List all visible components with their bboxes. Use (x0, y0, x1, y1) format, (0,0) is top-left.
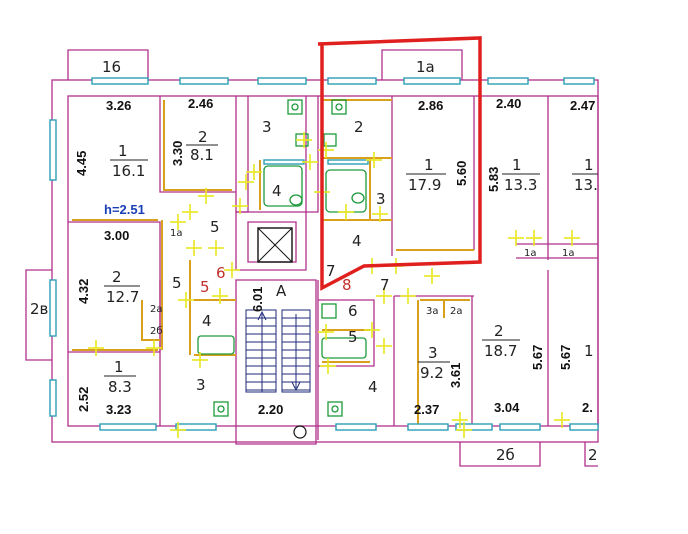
room-2-midleft-area: 12.7 (106, 288, 139, 306)
room-2b-left: 2б (150, 326, 163, 337)
dim-5-67-b: 5.67 (558, 345, 573, 370)
dim-3-23: 3.23 (106, 402, 131, 417)
room-2-right: 2 (494, 322, 504, 340)
dim-2-40: 2.40 (496, 96, 521, 111)
room-2-area: 8.1 (190, 146, 214, 164)
room-3-highlight: 3 (376, 190, 386, 208)
toilet-icon (287, 99, 303, 115)
room-4-right: 4 (368, 378, 378, 396)
dim-3-30: 3.30 (170, 141, 185, 166)
dim-2-cut: 2. (582, 400, 593, 415)
dim-4-32: 4.32 (76, 279, 91, 304)
door-markers (88, 132, 580, 438)
stair-arrow-icon (257, 310, 267, 392)
room-3a: 3a (426, 306, 439, 317)
height-note: h=2.51 (104, 202, 145, 217)
dim-3-00: 3.00 (104, 228, 129, 243)
room-1-right: 1 (512, 156, 522, 174)
toilet-icon (327, 401, 343, 417)
room-3-bottomleft: 3 (196, 376, 206, 394)
dim-2-46: 2.46 (188, 96, 213, 111)
elevator-icon (257, 227, 293, 263)
room-1-farright: 1 (584, 156, 594, 174)
room-6-left: 6 (216, 264, 226, 282)
room-2-highlight: 2 (354, 118, 364, 136)
room-3-right: 3 (428, 344, 438, 362)
balcony-16-label: 16 (102, 58, 121, 76)
room-6-right: 6 (348, 302, 358, 320)
staircase (245, 309, 311, 439)
dim-2-52: 2.52 (76, 387, 91, 412)
room-8-center: 8 (342, 276, 352, 294)
room-1a-right-1: 1a (524, 248, 537, 259)
room-1-farright-area: 13. (574, 176, 598, 194)
room-1a-right-2: 1a (562, 248, 575, 259)
room-3-top: 3 (262, 118, 272, 136)
dim-3-26: 3.26 (106, 98, 131, 113)
stair-arrow-icon (291, 314, 301, 392)
interior-walls (68, 96, 598, 445)
dim-2-37: 2.37 (414, 402, 439, 417)
windows (49, 77, 599, 431)
room-4-bath-mid: 4 (202, 312, 212, 330)
dim-6-01: 6.01 (250, 287, 265, 312)
dim-3-61: 3.61 (448, 363, 463, 388)
highlight-outline-icon (317, 36, 482, 291)
dim-2-86: 2.86 (418, 98, 443, 113)
room-7-right: 7 (380, 276, 390, 294)
room-2-midleft: 2 (112, 268, 122, 286)
room-1a-left: 1a (170, 228, 183, 239)
stair-letter: A (276, 282, 287, 300)
room-5-hall: 5 (210, 218, 220, 236)
balcony-2b-label: 2б (496, 446, 515, 464)
bathtub-icon (263, 165, 303, 207)
room-2-number: 2 (198, 128, 208, 146)
room-cut-right: 1 (584, 342, 594, 360)
room-7-center: 7 (326, 262, 336, 280)
room-1-bottomleft-area: 8.3 (108, 378, 132, 396)
room-4-highlight: 4 (352, 232, 362, 250)
sink-icon (323, 133, 337, 147)
room-1-highlight-area: 17.9 (408, 176, 441, 194)
partitions (72, 99, 474, 426)
room-3-right-area: 9.2 (420, 364, 444, 382)
balcony-2-label: 2 (588, 446, 598, 464)
room-labels: 16 1a 2в 2б 2 3.26 2.46 2.86 2.40 2.47 4… (30, 58, 598, 464)
bathtub-icon (197, 335, 235, 355)
room-1-number: 1 (118, 142, 128, 160)
dim-4-45: 4.45 (74, 151, 89, 176)
toilet-icon (213, 401, 229, 417)
room-1-area: 16.1 (112, 162, 145, 180)
room-5-right: 5 (348, 328, 358, 346)
dim-5-60: 5.60 (454, 161, 469, 186)
bathtub-icon (321, 337, 367, 359)
dim-5-83: 5.83 (486, 167, 501, 192)
dim-5-67-a: 5.67 (530, 345, 545, 370)
room-2a-left: 2a (150, 304, 163, 315)
dim-2-20: 2.20 (258, 402, 283, 417)
room-1-bottomleft: 1 (114, 358, 124, 376)
room-1-right-area: 13.3 (504, 176, 537, 194)
room-5-midleft: 5 (172, 274, 182, 292)
room-4-bath: 4 (272, 182, 282, 200)
balcony-2v-label: 2в (30, 300, 48, 318)
toilet-icon (321, 303, 337, 319)
balcony-1a-label: 1a (416, 58, 435, 76)
dim-3-04: 3.04 (494, 400, 520, 415)
room-2-right-area: 18.7 (484, 342, 517, 360)
toilet-icon (331, 99, 347, 115)
room-1-highlight: 1 (424, 156, 434, 174)
room-5-red: 5 (200, 278, 210, 296)
exterior-walls (25, 49, 599, 467)
dim-2-47: 2.47 (570, 98, 595, 113)
room-2a-right: 2a (450, 306, 463, 317)
